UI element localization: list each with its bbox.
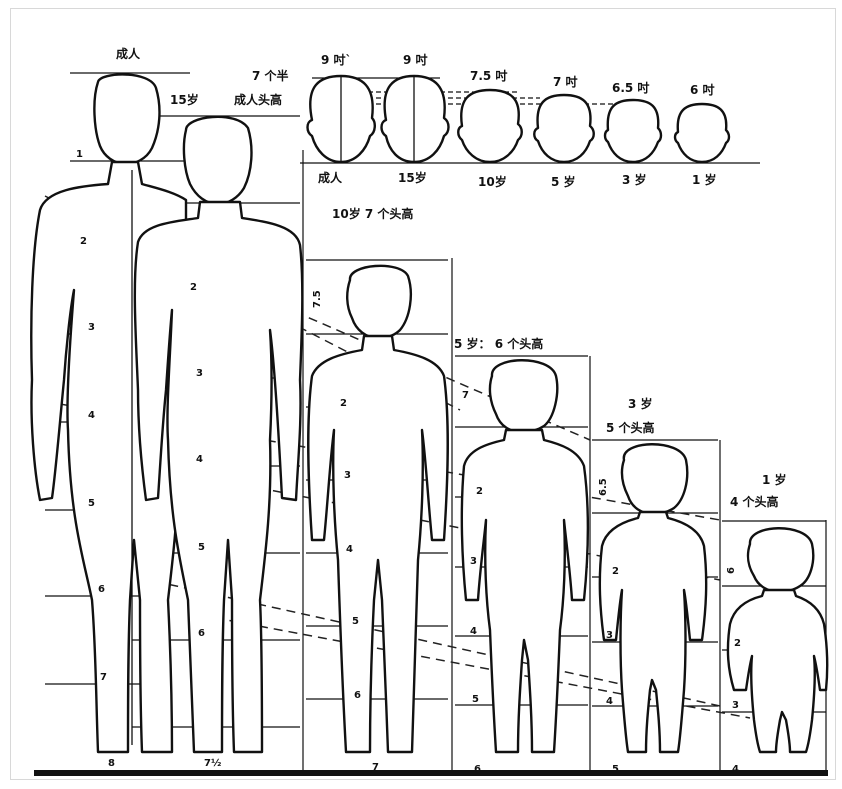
age3-heads-label: 5 个头高 <box>606 420 655 435</box>
figure-age3: 2 3 4 5 <box>600 444 706 775</box>
age5-mark-5: 5 <box>472 694 479 705</box>
age5-mark-4: 4 <box>470 626 477 637</box>
ground-line <box>34 770 828 776</box>
age10-title: 10岁 7 个头高 <box>332 206 413 221</box>
age3-mark-4: 4 <box>606 696 613 707</box>
head-adult-caption: 成人 <box>318 170 343 185</box>
head-75-side-label: 7.5 <box>312 290 323 308</box>
head-1-caption: 1 岁 <box>692 172 717 187</box>
age5-mark-3: 3 <box>470 556 477 567</box>
age10-mark-3: 3 <box>344 470 351 481</box>
teen-mark-5: 5 <box>198 542 205 553</box>
figure-age1: 2 3 4 <box>728 528 827 775</box>
adult-mark-2: 2 <box>80 236 87 247</box>
adult-mark-1: 1 <box>76 149 83 160</box>
age10-mark-6: 6 <box>354 690 361 701</box>
adult-mark-8: 8 <box>108 758 115 769</box>
head-7-side-label: 7 <box>462 390 469 401</box>
adult-mark-6: 6 <box>98 584 105 595</box>
age10-mark-2: 2 <box>340 398 347 409</box>
age10-mark-5: 5 <box>352 616 359 627</box>
head-3-caption: 3 岁 <box>622 172 647 187</box>
age15-label: 15岁 <box>170 92 199 107</box>
head-1: 6 吋 1 岁 <box>675 82 729 187</box>
age5-title: 5 岁： 6 个头高 <box>454 336 543 351</box>
head-10: 7.5 吋 10岁 <box>458 68 522 189</box>
adult-mark-4: 4 <box>88 410 95 421</box>
age3-mark-2: 2 <box>612 566 619 577</box>
adult-mark-5: 5 <box>88 498 95 509</box>
age1-title: 1 岁 <box>762 472 787 487</box>
head-15: 9 吋 15岁 <box>382 52 449 185</box>
adult-head-height-label: 成人头高 <box>234 92 282 107</box>
teen-mark-7half: 7½ <box>204 758 221 769</box>
head-15-caption: 15岁 <box>398 170 427 185</box>
age5-mark-2: 2 <box>476 486 483 497</box>
head-10-caption: 10岁 <box>478 174 507 189</box>
head-15-size: 9 吋 <box>403 52 428 67</box>
age10-mark-4: 4 <box>346 544 353 555</box>
seven-half-label: 7 个半 <box>252 68 289 83</box>
teen-mark-6: 6 <box>198 628 205 639</box>
head-row: 9 吋` 成人 9 吋 15岁 7.5 吋 10岁 7 吋 5 岁 6.5 吋 … <box>300 52 760 189</box>
age3-title: 3 岁 <box>628 396 653 411</box>
age1-mark-3: 3 <box>732 700 739 711</box>
head-adult-size: 9 吋` <box>321 52 352 67</box>
head-adult: 9 吋` 成人 <box>308 52 375 185</box>
age3-mark-3: 3 <box>606 630 613 641</box>
head-10-size: 7.5 吋 <box>470 68 507 83</box>
head-3: 6.5 吋 3 岁 <box>605 80 661 187</box>
adult-mark-7: 7 <box>100 672 107 683</box>
head-6-side-label: 6 <box>726 567 737 574</box>
head-5-size: 7 吋 <box>553 74 578 89</box>
age1-mark-2: 2 <box>734 638 741 649</box>
head-5: 7 吋 5 岁 <box>534 74 594 189</box>
head-1-size: 6 吋 <box>690 82 715 97</box>
head-3-size: 6.5 吋 <box>612 80 649 95</box>
teen-mark-4: 4 <box>196 454 203 465</box>
adult-mark-3: 3 <box>88 322 95 333</box>
teen-mark-3: 3 <box>196 368 203 379</box>
head-5-caption: 5 岁 <box>551 174 576 189</box>
age1-heads-label: 4 个头高 <box>730 494 779 509</box>
adult-title: 成人 <box>116 46 141 61</box>
head-65-side-label: 6.5 <box>598 478 609 496</box>
teen-mark-2: 2 <box>190 282 197 293</box>
figure-age5: 2 3 4 5 6 <box>462 360 588 775</box>
